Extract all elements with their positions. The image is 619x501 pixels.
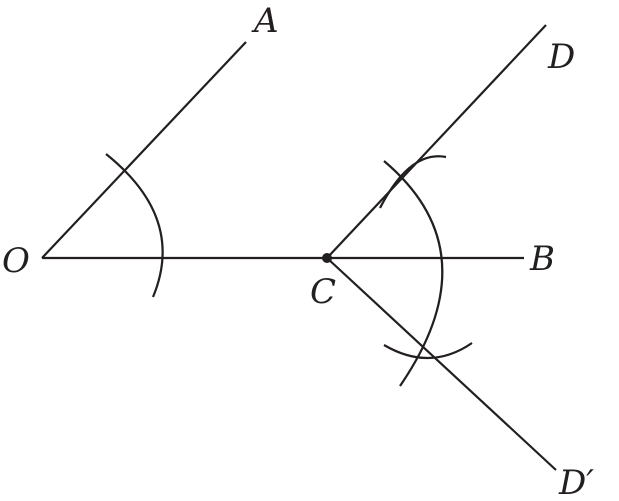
- ray-oa: [41, 41, 247, 259]
- label-c: C: [310, 272, 336, 312]
- label-b: B: [529, 239, 555, 279]
- ray-cd-prime: [326, 257, 557, 471]
- ray-cd: [326, 24, 547, 259]
- label-a: A: [251, 1, 279, 41]
- arc-mark-upper: [379, 155, 447, 209]
- point-c: [322, 253, 332, 263]
- label-d-prime: D′: [558, 463, 594, 501]
- arc-mark-lower: [383, 342, 473, 360]
- label-o: O: [2, 241, 30, 281]
- label-d: D: [547, 37, 575, 77]
- arc-at-o: [105, 153, 164, 298]
- arc-at-c: [383, 160, 444, 387]
